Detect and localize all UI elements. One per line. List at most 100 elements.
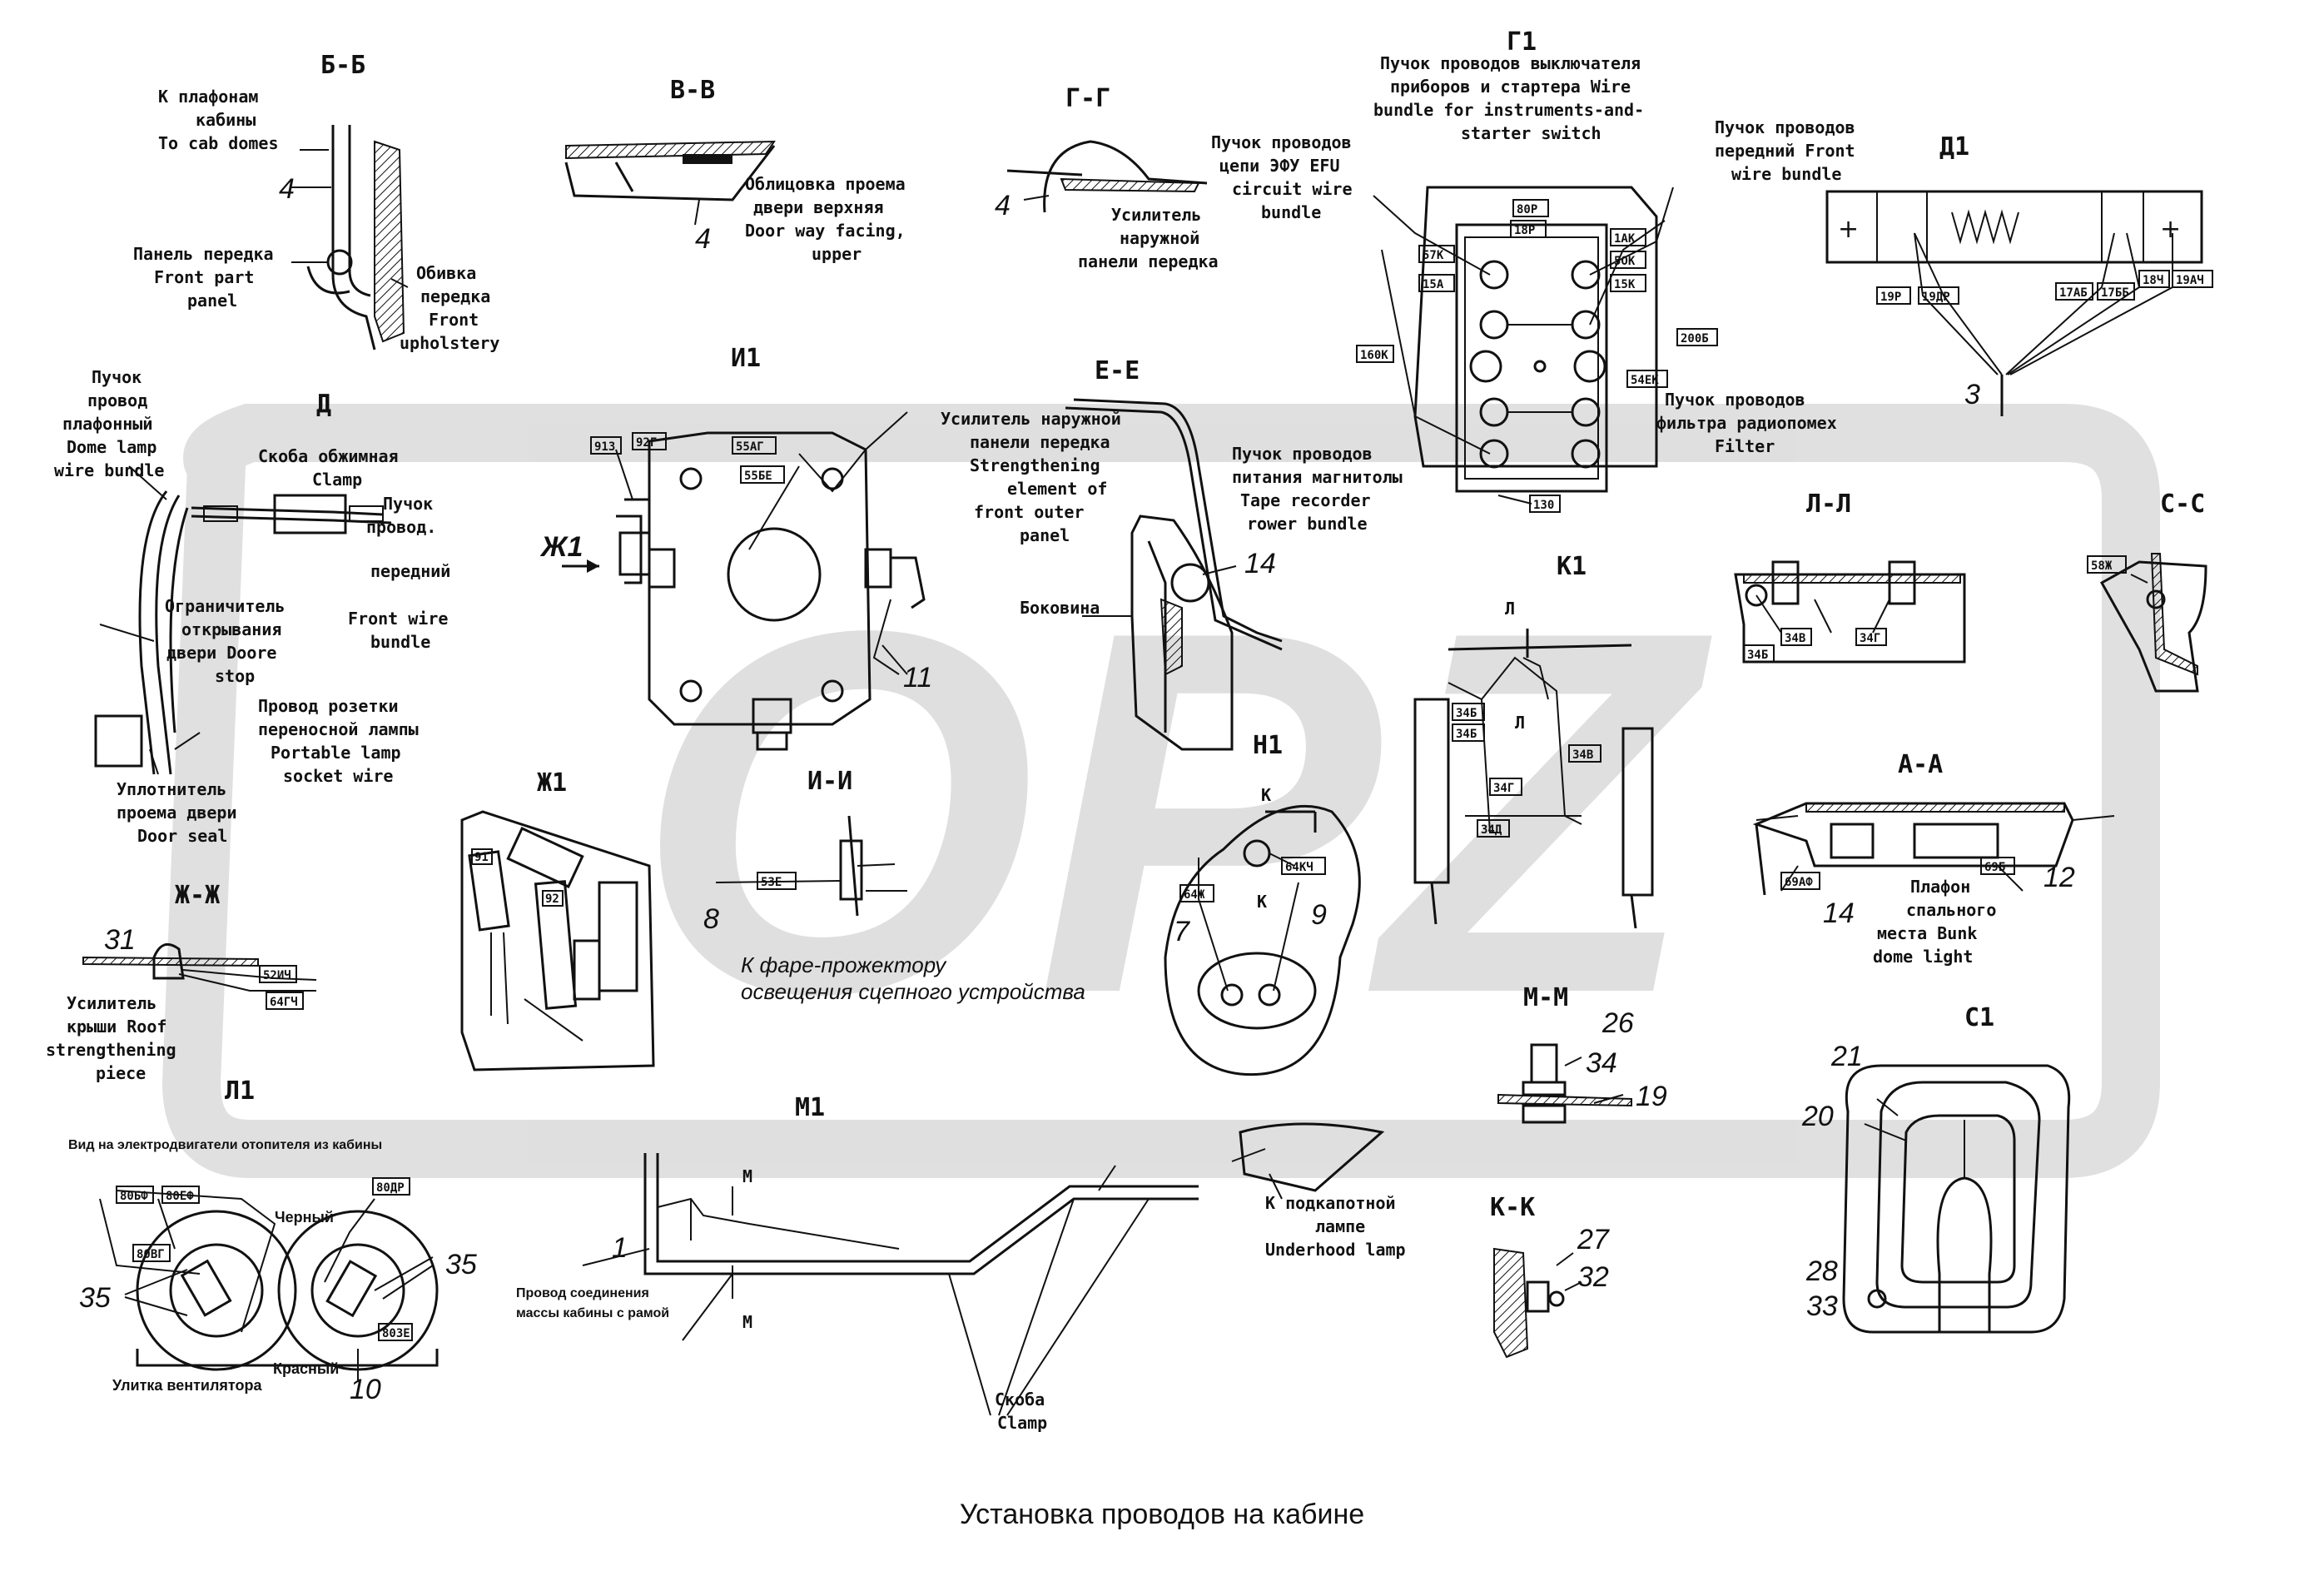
svg-text:Ограничитель: Ограничитель xyxy=(165,596,286,616)
svg-text:stop: stop xyxy=(215,666,255,686)
aa-bunk-label: Плафон спального места Bunk dome light xyxy=(1873,877,1996,967)
ee-callout-14: 14 xyxy=(1244,548,1276,579)
l1-callout-35: 35 xyxy=(79,1282,111,1314)
section-ii-title: И-И xyxy=(807,767,852,796)
section-ss: С-С 58Ж xyxy=(2087,490,2207,693)
gg-callout-4: 4 xyxy=(995,190,1011,221)
k1-wire-tags: 34Б 34Б 34Г 34Д 34В xyxy=(1452,703,1601,838)
zhzh-callout-31: 31 xyxy=(104,924,136,956)
svg-text:34Б: 34Б xyxy=(1456,707,1477,720)
svg-text:Пучок проводов: Пучок проводов xyxy=(1715,117,1855,137)
svg-text:Пучок проводов выключателя: Пучок проводов выключателя xyxy=(1380,53,1641,73)
svg-text:Underhood lamp: Underhood lamp xyxy=(1265,1240,1406,1260)
svg-text:Clamp: Clamp xyxy=(997,1413,1047,1433)
section-m1: М1 М М 1 Провод соединения массы кабины … xyxy=(516,1093,1406,1433)
svg-text:upper: upper xyxy=(812,244,862,264)
n1-section-marker-k: К xyxy=(1257,892,1267,912)
svg-text:кабины: кабины xyxy=(196,110,256,130)
section-d: Д Пучок провод плафонный Dome lamp wire … xyxy=(54,367,450,846)
svg-text:bundle: bundle xyxy=(370,632,430,652)
svg-text:панели передка: панели передка xyxy=(1078,251,1219,271)
section-c1: С1 21 20 28 33 xyxy=(1801,1003,2071,1334)
svg-text:80ВГ: 80ВГ xyxy=(137,1248,165,1261)
svg-text:передний: передний xyxy=(370,561,450,581)
section-zhzh: Ж-Ж 52ИЧ 64ГЧ 31 Усилитель крыши Roof st… xyxy=(46,881,317,1083)
svg-text:80Р: 80Р xyxy=(1517,203,1537,216)
section-i1: И1 913 92Г 55АГ 55БЕ 11 Ж1 xyxy=(539,344,932,751)
svg-text:Tape recorder: Tape recorder xyxy=(1240,490,1371,510)
l1-black-label: Черный xyxy=(275,1209,334,1226)
svg-text:80ЕФ: 80ЕФ xyxy=(166,1190,194,1203)
g1-front-label: Пучок проводов передний Front wire bundl… xyxy=(1715,117,1855,184)
c1-callout-28: 28 xyxy=(1805,1255,1838,1287)
svg-text:двери Doore: двери Doore xyxy=(166,643,276,663)
svg-text:92Г: 92Г xyxy=(636,436,657,450)
section-ll: Л-Л 34В 34Г 34Б xyxy=(1734,490,1966,664)
svg-text:спального: спального xyxy=(1906,900,1996,920)
svg-text:200Б: 200Б xyxy=(1681,332,1709,346)
ll-wire-tags: 34В 34Г 34Б xyxy=(1743,628,1887,663)
m1-ground-label: Провод соединения массы кабины с рамой xyxy=(516,1286,669,1320)
svg-text:Clamp: Clamp xyxy=(312,470,362,490)
svg-text:17ББ: 17ББ xyxy=(2101,286,2129,300)
m1-callout-1: 1 xyxy=(612,1232,628,1264)
section-ee: Е-Е Усилитель наружной панели передка St… xyxy=(941,356,1283,751)
bb-panel-label: Панель передка Front part panel xyxy=(133,244,274,311)
svg-text:массы кабины с рамой: массы кабины с рамой xyxy=(516,1306,669,1320)
svg-text:К плафонам: К плафонам xyxy=(158,87,258,107)
svg-text:Filter: Filter xyxy=(1715,436,1775,456)
svg-text:К подкапотной: К подкапотной xyxy=(1265,1193,1396,1213)
n1-callout-7: 7 xyxy=(1174,916,1190,947)
svg-text:circuit wire: circuit wire xyxy=(1232,179,1353,199)
section-k1: К1 Л Л 34Б 34Б 34Г 34Д 34В xyxy=(1413,552,1654,929)
svg-text:открывания: открывания xyxy=(181,619,281,639)
svg-text:Облицовка проема: Облицовка проема xyxy=(745,174,906,194)
ii-note-label: К фаре-прожектору освещения сцепного уст… xyxy=(741,952,1085,1004)
svg-text:Door seal: Door seal xyxy=(137,826,227,846)
svg-text:1АК: 1АК xyxy=(1614,232,1636,246)
section-zh1: Ж1 91 92 xyxy=(460,768,655,1071)
k1-section-marker-l: Л xyxy=(1515,713,1525,733)
kk-callout-32: 32 xyxy=(1577,1261,1609,1293)
plus-icon: + xyxy=(1838,215,1859,244)
svg-text:Пучок проводов: Пучок проводов xyxy=(1232,444,1373,464)
svg-text:57К: 57К xyxy=(1423,249,1444,262)
svg-text:Плафон: Плафон xyxy=(1910,877,1970,897)
svg-text:18Р: 18Р xyxy=(1514,224,1535,237)
svg-text:Панель передка: Панель передка xyxy=(133,244,274,264)
svg-text:55АГ: 55АГ xyxy=(736,440,764,454)
g1-switch-label: Пучок проводов выключателя приборов и ст… xyxy=(1373,53,1644,143)
svg-text:плафонный: плафонный xyxy=(62,414,152,434)
svg-text:переносной лампы: переносной лампы xyxy=(258,719,419,739)
svg-text:Пучок: Пучок xyxy=(383,494,433,514)
svg-text:Усилитель наружной: Усилитель наружной xyxy=(941,409,1121,429)
section-l1: Л1 Вид на электродвигатели отопителя из … xyxy=(68,1076,477,1405)
mm-callout-34: 34 xyxy=(1586,1047,1617,1079)
svg-text:15А: 15А xyxy=(1423,278,1444,291)
section-kk: К-К 27 32 xyxy=(1490,1193,1610,1359)
ii-callout-8: 8 xyxy=(703,903,719,935)
svg-text:Portable lamp: Portable lamp xyxy=(271,743,401,763)
svg-text:strengthening: strengthening xyxy=(46,1040,176,1060)
zhzh-roof-label: Усилитель крыши Roof strengthening piece xyxy=(46,993,176,1083)
g1-wire-tags: 80Р 18Р 57К 15А 1АК 5ОК 15К 200Б 54ЕК 16… xyxy=(1356,199,1718,513)
svg-text:5ОК: 5ОК xyxy=(1614,255,1636,268)
m1-underhood-label: К подкапотной лампе Underhood lamp xyxy=(1265,1193,1406,1260)
g1-filter-label: Пучок проводов фильтра радиопомех Filter xyxy=(1656,390,1837,456)
svg-text:rower bundle: rower bundle xyxy=(1247,514,1368,534)
svg-text:34Г: 34Г xyxy=(1860,632,1880,645)
section-vv-title: В-В xyxy=(670,76,715,105)
zh1-wire-tag: 91 xyxy=(474,851,489,864)
m1-section-marker-m: М xyxy=(742,1166,752,1186)
svg-text:wire bundle: wire bundle xyxy=(54,460,164,480)
svg-text:Пучок проводов: Пучок проводов xyxy=(1665,390,1805,410)
c1-callout-20: 20 xyxy=(1801,1101,1834,1132)
n1-wire-tag: 64Ж xyxy=(1184,888,1205,902)
svg-text:80ДР: 80ДР xyxy=(376,1181,405,1195)
section-zh1-title: Ж1 xyxy=(537,768,567,798)
d1-callout-3: 3 xyxy=(1964,379,1980,410)
svg-text:передний Front: передний Front xyxy=(1715,141,1855,161)
svg-text:Door way facing,: Door way facing, xyxy=(745,221,906,241)
svg-text:80БФ: 80БФ xyxy=(120,1190,148,1203)
